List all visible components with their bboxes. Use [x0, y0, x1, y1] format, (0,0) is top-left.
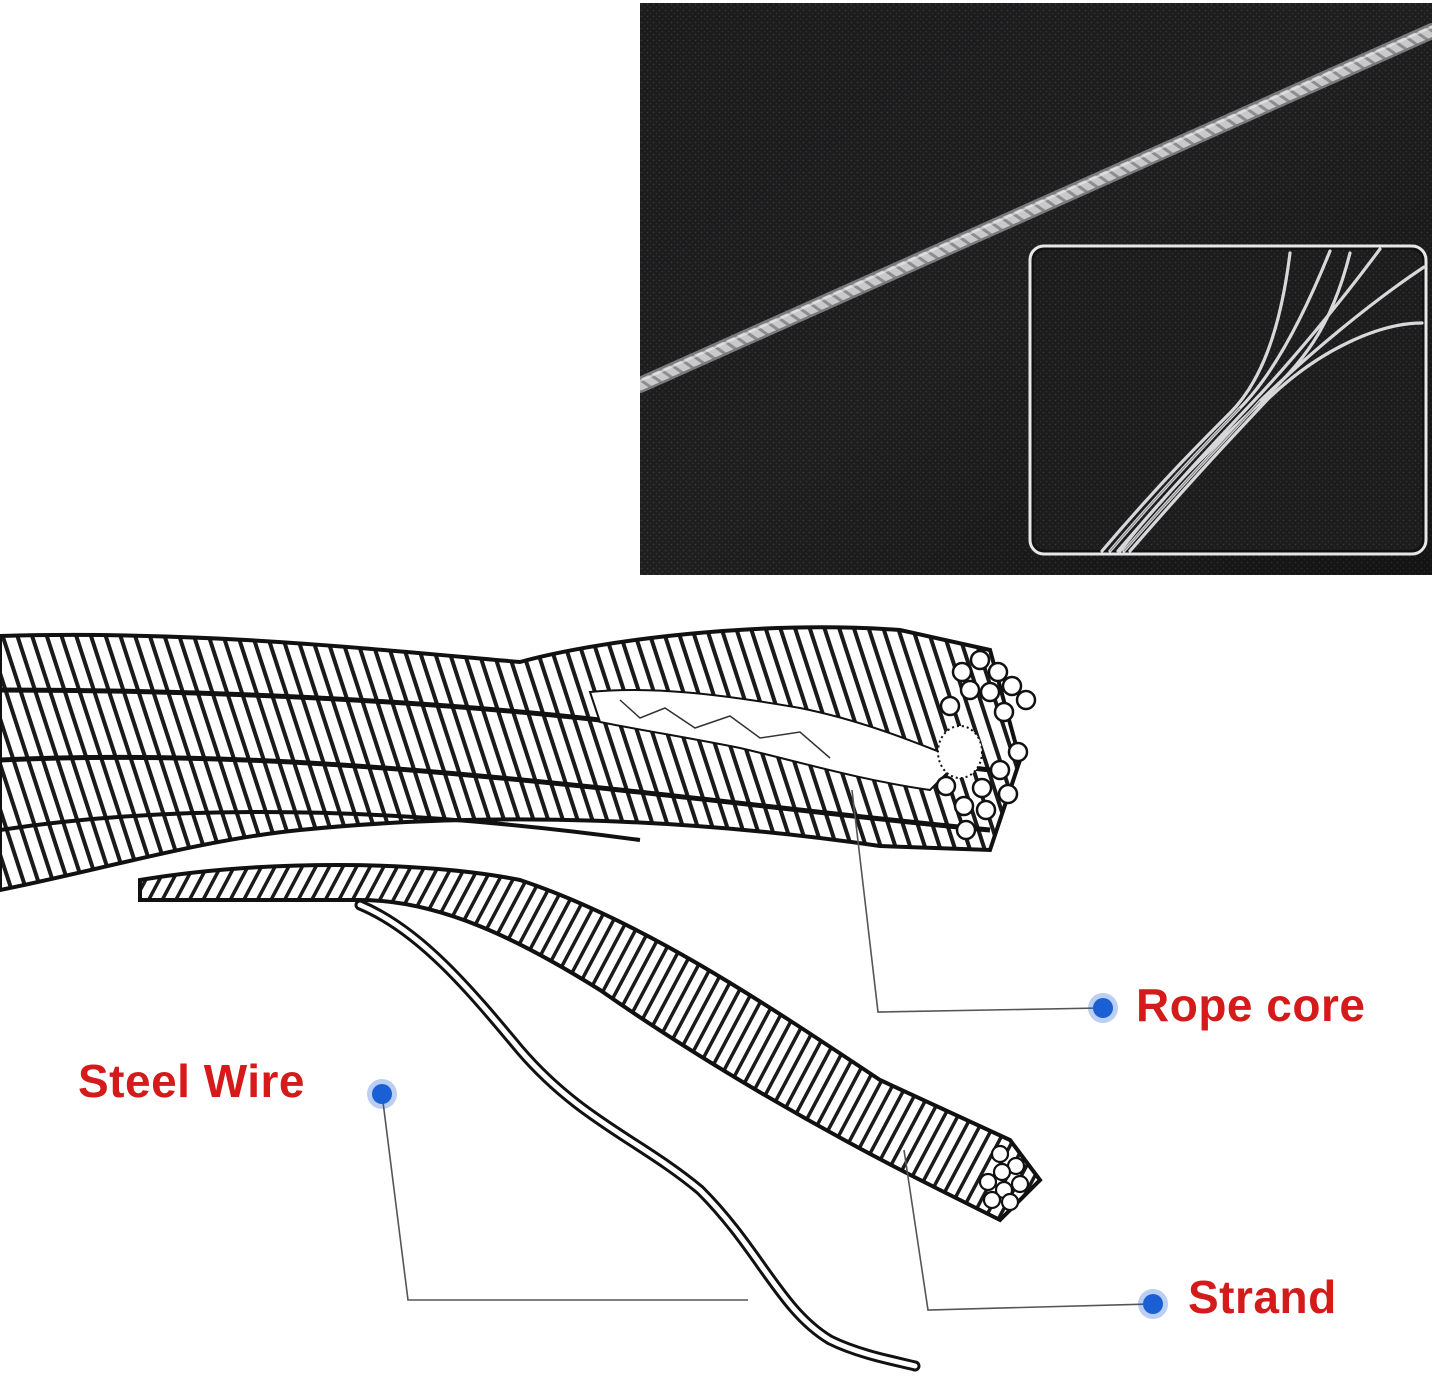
wire-rope-diagram [0, 625, 1168, 1372]
product-photo [640, 3, 1432, 575]
blue-dot-icon [367, 1079, 397, 1109]
rope-core-label: Rope core [1136, 979, 1366, 1031]
product-photo-svg [640, 3, 1432, 575]
strand-label: Strand [1188, 1271, 1337, 1323]
steel-wire-leader [381, 1093, 748, 1301]
steel-wire-label: Steel Wire [78, 1055, 306, 1107]
separated-strand [138, 863, 1043, 1223]
rope-core-leader [851, 789, 1101, 1013]
blue-dot-icon [1138, 1289, 1168, 1319]
blue-dot-icon [1088, 993, 1118, 1023]
main-rope [0, 625, 1037, 893]
strand-leader [903, 1149, 1151, 1311]
inset-photo [1028, 244, 1428, 556]
